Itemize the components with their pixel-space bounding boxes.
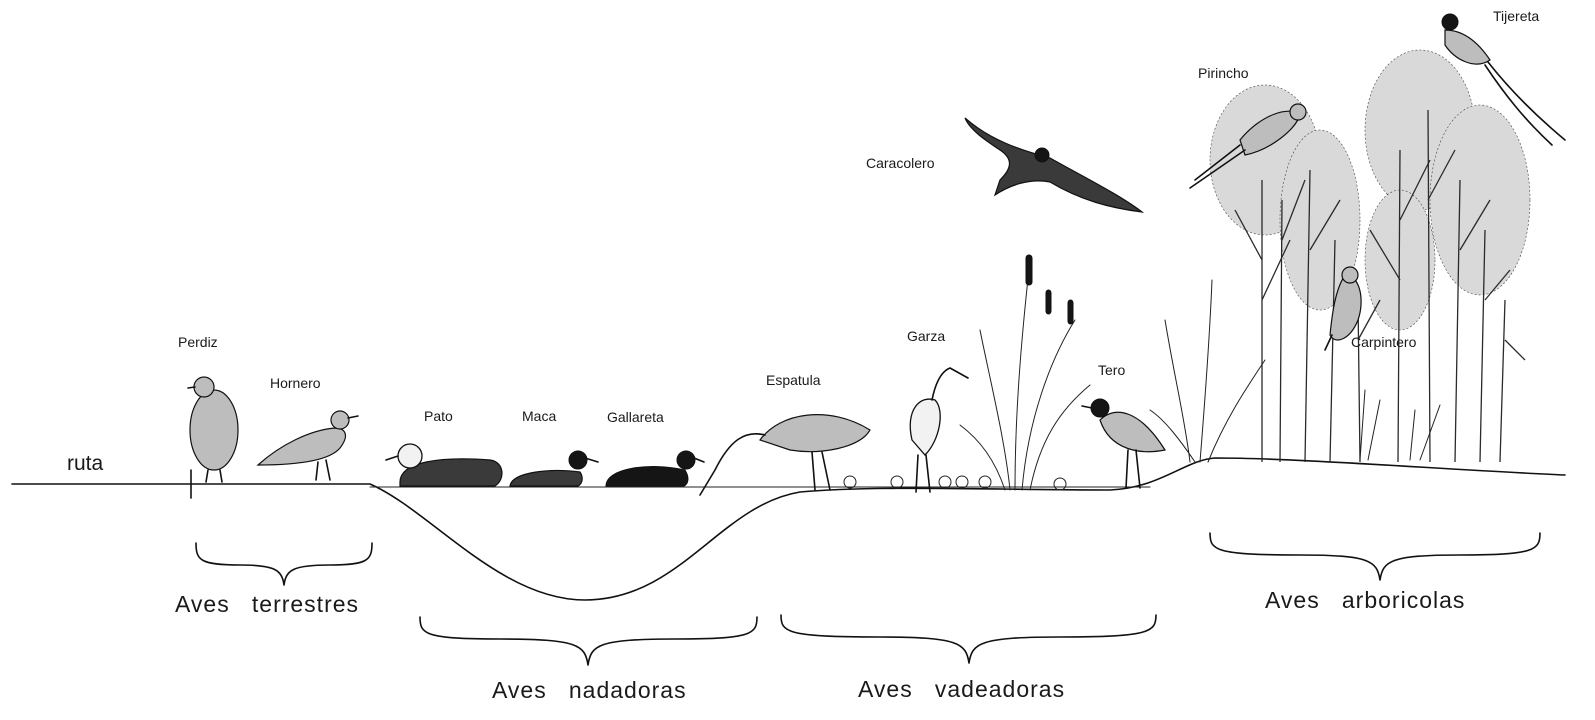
tero-label: Tero [1098, 362, 1125, 378]
reeds-left [960, 255, 1090, 490]
hornero-bird [258, 411, 358, 480]
espatula-label: Espatula [766, 372, 821, 388]
brace-terrestres [196, 543, 372, 585]
tree-foliage [1210, 50, 1530, 330]
pato-label: Pato [424, 408, 453, 424]
tijereta-label: Tijereta [1493, 8, 1539, 24]
perdiz-bird [188, 377, 238, 482]
brace-arboricolas [1210, 533, 1540, 580]
brace-vadeadoras [781, 615, 1156, 663]
garza-label: Garza [907, 328, 945, 344]
caracolero-bird [965, 118, 1142, 212]
ruta-label: ruta [67, 452, 104, 475]
maca-bird [510, 451, 598, 486]
group-label-terrestres: Aves terrestres [175, 591, 359, 617]
cattail-head [1068, 300, 1073, 324]
pirincho-label: Pirincho [1198, 65, 1249, 81]
cattail-head [1026, 255, 1032, 285]
brace-nadadoras [420, 617, 757, 665]
pato-bird [386, 444, 502, 486]
perdiz-label: Perdiz [178, 334, 218, 350]
ground-profile [12, 458, 1565, 600]
group-label-arboricolas: Aves arboricolas [1265, 587, 1465, 613]
shrub [1360, 390, 1440, 460]
reeds-right [1150, 280, 1265, 462]
gallareta-bird [606, 451, 704, 486]
group-label-vadeadoras: Aves vadeadoras [858, 676, 1065, 702]
garza-bird [910, 368, 968, 492]
carpintero-label: Carpintero [1351, 334, 1417, 350]
forest [1210, 50, 1530, 462]
maca-label: Maca [522, 408, 556, 424]
group-label-nadadoras: Aves nadadoras [492, 677, 687, 703]
caracolero-label: Caracolero [866, 155, 935, 171]
cattail-head [1046, 290, 1051, 314]
hornero-label: Hornero [270, 375, 321, 391]
gallareta-label: Gallareta [607, 409, 664, 425]
